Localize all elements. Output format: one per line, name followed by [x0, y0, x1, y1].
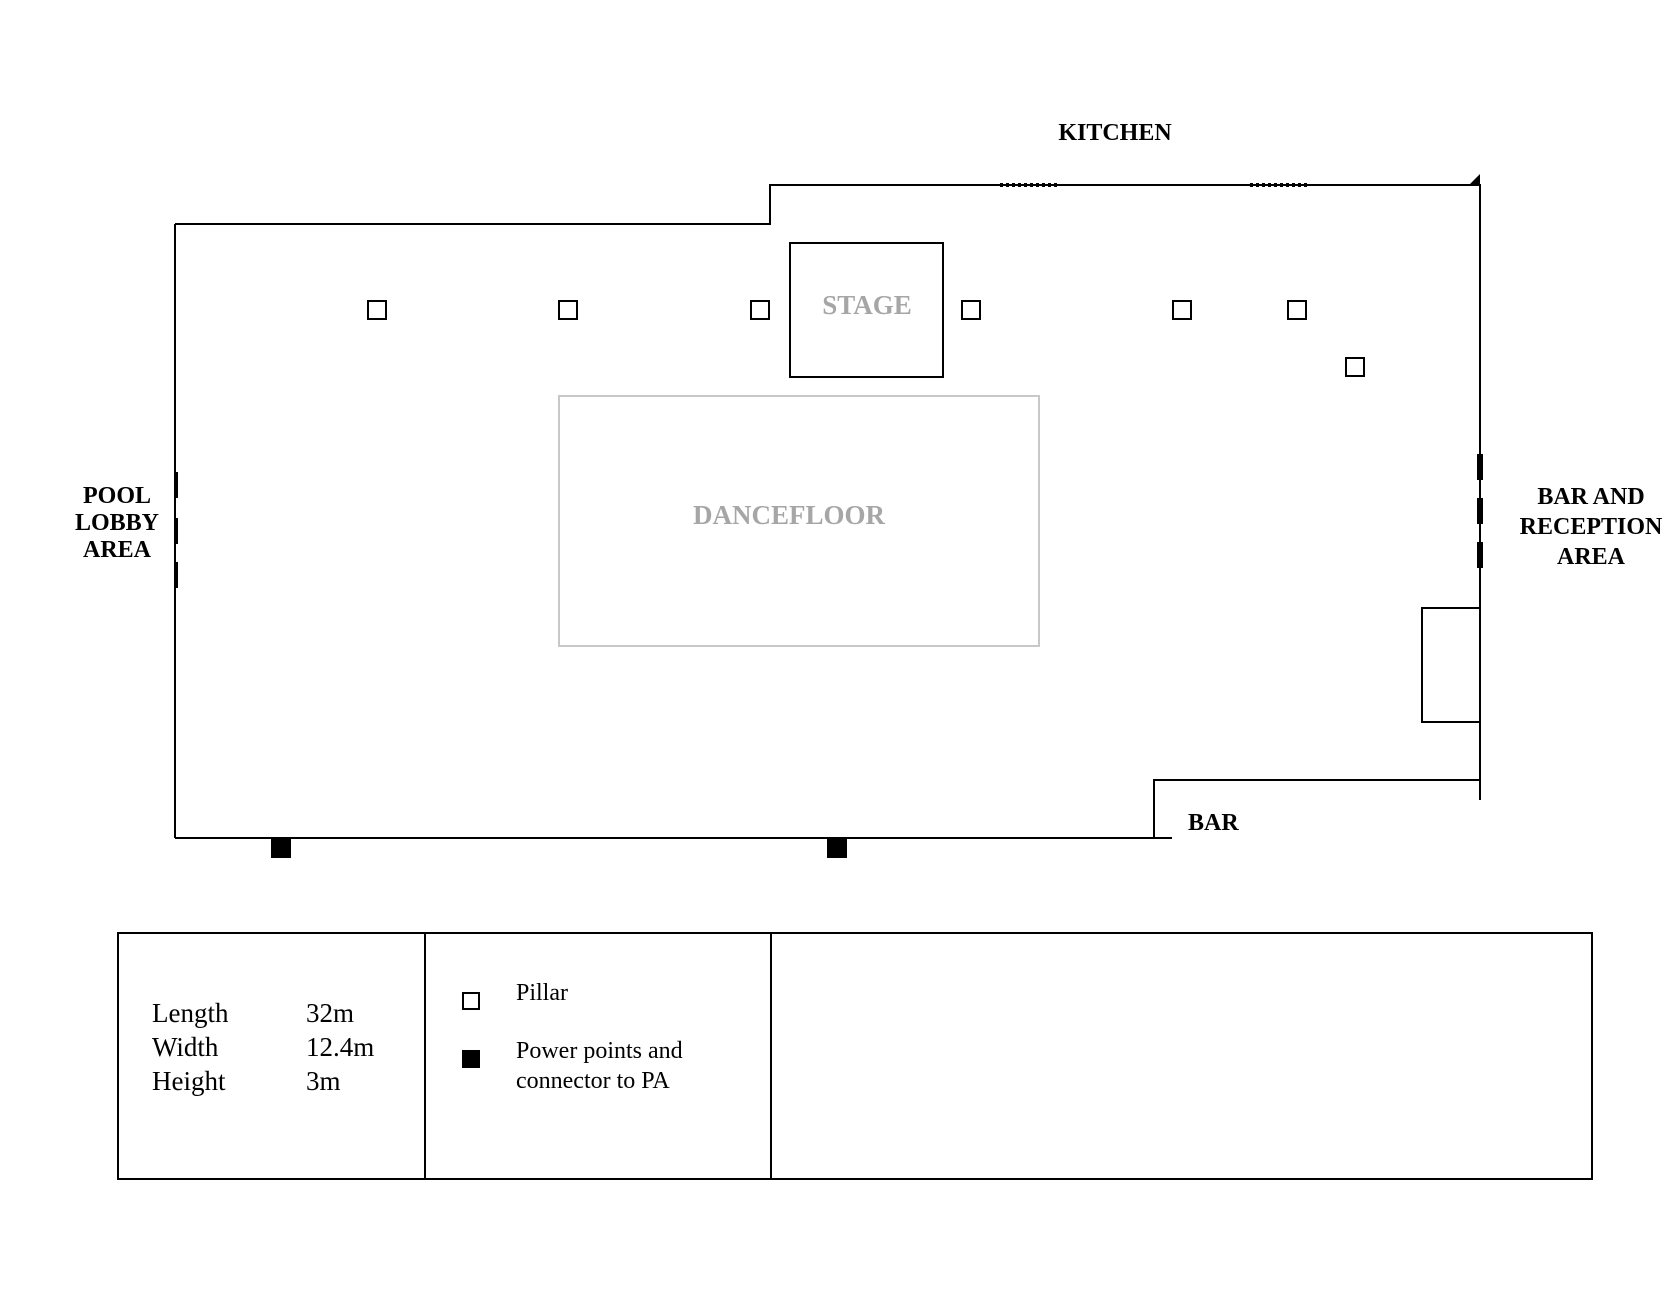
right-door-1	[1477, 454, 1483, 480]
bar-counter-outline	[1153, 779, 1480, 838]
bar-reception-label-line1: BAR AND	[1537, 484, 1644, 510]
left-door-1	[174, 472, 178, 498]
dimension-label: Height	[152, 1066, 226, 1096]
symbols-cell: Pillar Power points and connector to PA	[426, 934, 772, 1178]
stage	[789, 242, 944, 378]
dancefloor	[558, 395, 1040, 647]
dimension-row: Width 12.4m	[152, 1030, 374, 1064]
bar-label: BAR	[1188, 810, 1239, 836]
right-door-2	[1477, 498, 1483, 524]
left-door-3	[174, 562, 178, 588]
dimensions-cell: Length 32m Width 12.4m Height 3m	[119, 934, 426, 1178]
pillar-icon	[367, 300, 387, 320]
corner-arrow-icon	[1468, 174, 1480, 186]
wall-outline	[175, 184, 1481, 800]
floor-plan: STAGE DANCEFLOOR KITCHEN BAR POOL LOBBY …	[75, 120, 1663, 858]
pillar-icon	[1172, 300, 1192, 320]
dimension-value: 32m	[306, 998, 355, 1028]
pillar-icon	[462, 992, 480, 1010]
dimensions-list: Length 32m Width 12.4m Height 3m	[152, 996, 374, 1098]
pillar-icon	[1287, 300, 1307, 320]
power-point-icon	[827, 838, 847, 858]
stage-label: STAGE	[822, 290, 912, 320]
legend-power-label-line1: Power points and	[516, 1038, 683, 1064]
dimension-value: 12.4m	[306, 1032, 375, 1062]
power-point-icon	[462, 1050, 480, 1068]
legend-power-label-line2: connector to PA	[516, 1068, 670, 1094]
dimension-label: Length	[152, 998, 229, 1028]
pool-lobby-label-line2: LOBBY	[75, 510, 159, 536]
dimension-row: Height 3m	[152, 1064, 374, 1098]
right-door-3	[1477, 542, 1483, 568]
reception-desk	[1421, 607, 1481, 723]
dancefloor-label: DANCEFLOOR	[693, 500, 886, 530]
dimension-row: Length 32m	[152, 996, 374, 1030]
bar-reception-label-line3: AREA	[1557, 544, 1626, 570]
pillar-icon	[961, 300, 981, 320]
kitchen-label: KITCHEN	[1058, 120, 1172, 146]
dimension-label: Width	[152, 1032, 219, 1062]
dimension-value: 3m	[306, 1066, 341, 1096]
power-point-icon	[271, 838, 291, 858]
notes-cell	[772, 934, 1591, 1178]
pool-lobby-label-line3: AREA	[83, 537, 152, 563]
legend-pillar-label: Pillar	[516, 980, 568, 1006]
pillar-icon	[1345, 357, 1365, 377]
pool-lobby-label-line1: POOL	[83, 483, 151, 509]
pillar-icon	[750, 300, 770, 320]
legend-table: Length 32m Width 12.4m Height 3m Pillar …	[117, 932, 1593, 1180]
pillar-icon	[558, 300, 578, 320]
left-door-2	[174, 518, 178, 544]
bar-reception-label-line2: RECEPTION	[1520, 514, 1663, 540]
